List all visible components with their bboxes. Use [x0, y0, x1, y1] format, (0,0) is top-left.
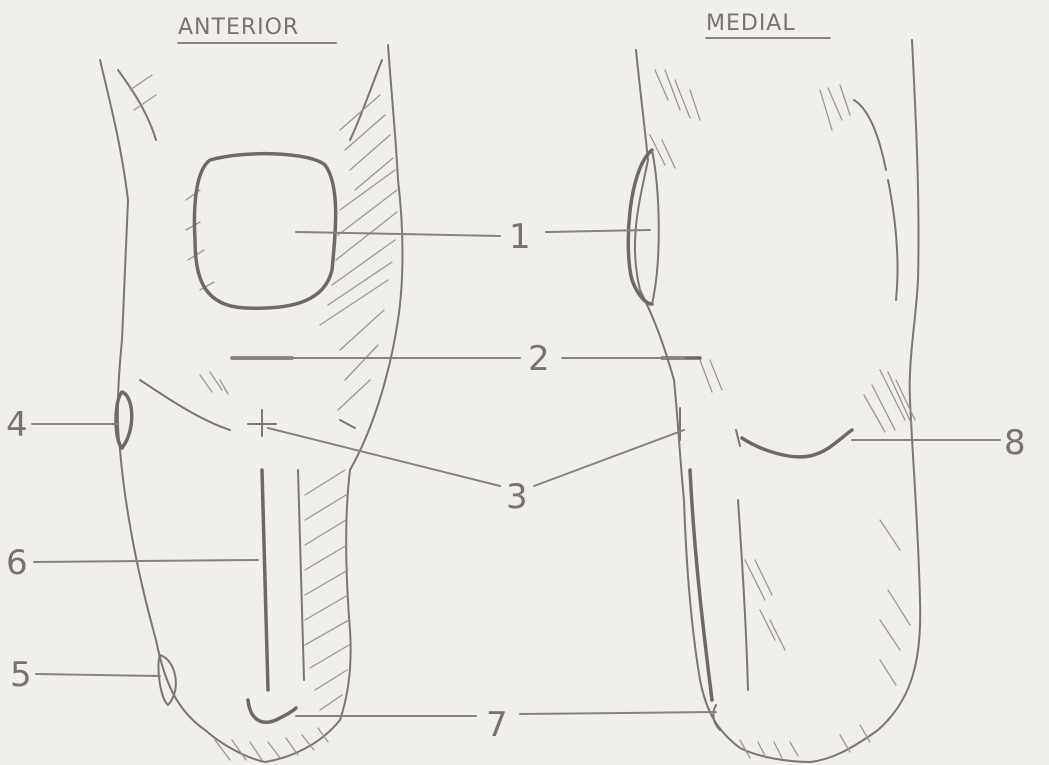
- label-3: 3: [506, 477, 528, 517]
- heading-anterior: ANTERIOR: [178, 15, 336, 43]
- leader-1-anterior: [296, 232, 500, 236]
- label-2: 2: [528, 339, 550, 379]
- label-4: 4: [6, 405, 28, 445]
- leader-7-medial: [520, 712, 716, 714]
- medial-patella: [628, 150, 659, 304]
- leader-3-medial: [534, 430, 684, 486]
- leader-5: [36, 674, 160, 676]
- label-7: 7: [486, 705, 508, 745]
- medial-knee-outline: [635, 40, 920, 762]
- heading-anterior-text: ANTERIOR: [178, 15, 299, 40]
- leader-6: [34, 560, 258, 562]
- leader-lines: [32, 230, 1000, 716]
- label-6: 6: [6, 543, 28, 583]
- medial-shading: [650, 70, 915, 758]
- label-5: 5: [10, 655, 32, 695]
- leader-1-medial: [546, 230, 650, 232]
- label-8: 8: [1004, 423, 1026, 463]
- leader-3-anterior: [268, 428, 500, 486]
- medial-tibia: [662, 358, 748, 730]
- label-1: 1: [509, 217, 531, 257]
- anterior-patella: [194, 154, 335, 309]
- heading-medial-text: MEDIAL: [706, 11, 796, 36]
- anterior-tibia: [116, 358, 355, 722]
- anterior-shading: [130, 75, 397, 760]
- heading-medial: MEDIAL: [706, 11, 830, 38]
